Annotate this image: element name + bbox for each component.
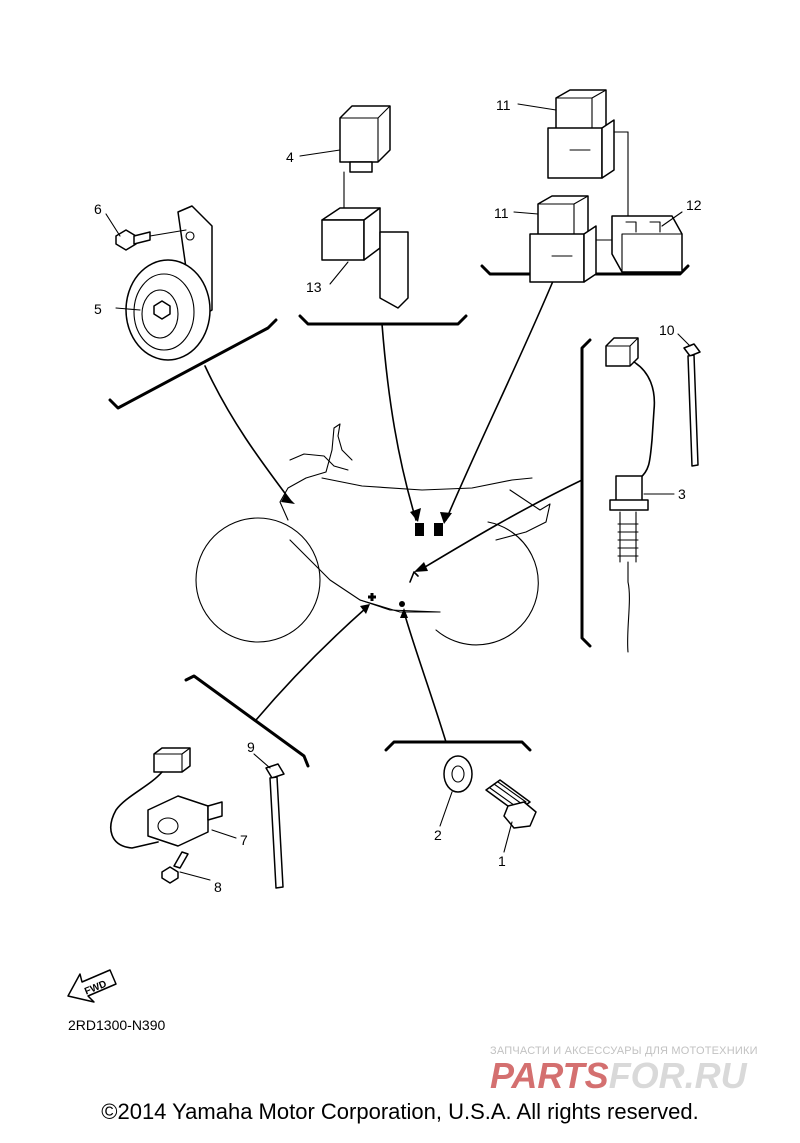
watermark-logo-right: FOR.RU	[609, 1055, 748, 1096]
relay-holder-part-12[interactable]	[595, 131, 683, 273]
relay-part-4[interactable]	[339, 105, 391, 219]
callout-leaders	[105, 103, 691, 881]
watermark: ЗАПЧАСТИ И АКСЕССУАРЫ ДЛЯ МОТОТЕХНИКИ PA…	[490, 1045, 758, 1096]
callout-6: 6	[94, 201, 102, 217]
forward-arrow-icon: FWD	[67, 969, 117, 1003]
copyright-notice: ©2014 Yamaha Motor Corporation, U.S.A. A…	[101, 1099, 699, 1124]
callout-2: 2	[434, 827, 442, 843]
bracket-part-13[interactable]	[321, 207, 409, 309]
washer-part-2[interactable]	[443, 755, 473, 793]
callout-11-lower: 11	[494, 205, 509, 221]
callout-7: 7	[240, 832, 248, 848]
solenoid-part-7[interactable]	[110, 747, 223, 849]
sensor-part-3[interactable]	[605, 337, 656, 653]
watermark-logo: PARTSFOR.RU	[490, 1055, 748, 1096]
callout-9: 9	[247, 739, 255, 755]
group-brackets	[108, 264, 690, 768]
callout-numbers: 1 2 3 4 5 6 7 8 9 10 11 11 12 13	[94, 97, 702, 895]
relay-part-11-upper[interactable]	[547, 89, 615, 179]
callout-5: 5	[94, 301, 102, 317]
horn-part-5[interactable]	[125, 205, 213, 361]
cable-tie-part-10[interactable]	[683, 343, 701, 467]
motorcycle-outline	[195, 423, 551, 646]
callout-12: 12	[686, 197, 702, 213]
callout-1: 1	[498, 853, 506, 869]
watermark-tagline: ЗАПЧАСТИ И АКСЕССУАРЫ ДЛЯ МОТОТЕХНИКИ	[490, 1045, 758, 1057]
relay-part-11-lower[interactable]	[529, 195, 597, 283]
bolt-part-8[interactable]	[161, 851, 189, 884]
cable-tie-part-9[interactable]	[265, 763, 285, 889]
callout-3: 3	[678, 486, 686, 502]
callout-11-upper: 11	[496, 97, 511, 113]
callout-10: 10	[659, 322, 675, 338]
callout-13: 13	[306, 279, 322, 295]
watermark-logo-left: PARTS	[490, 1055, 609, 1096]
callout-8: 8	[214, 879, 222, 895]
switch-part-1[interactable]	[485, 779, 537, 829]
diagram-code: 2RD1300-N390	[68, 1017, 165, 1033]
bolt-part-6[interactable]	[115, 229, 187, 251]
callout-4: 4	[286, 149, 294, 165]
